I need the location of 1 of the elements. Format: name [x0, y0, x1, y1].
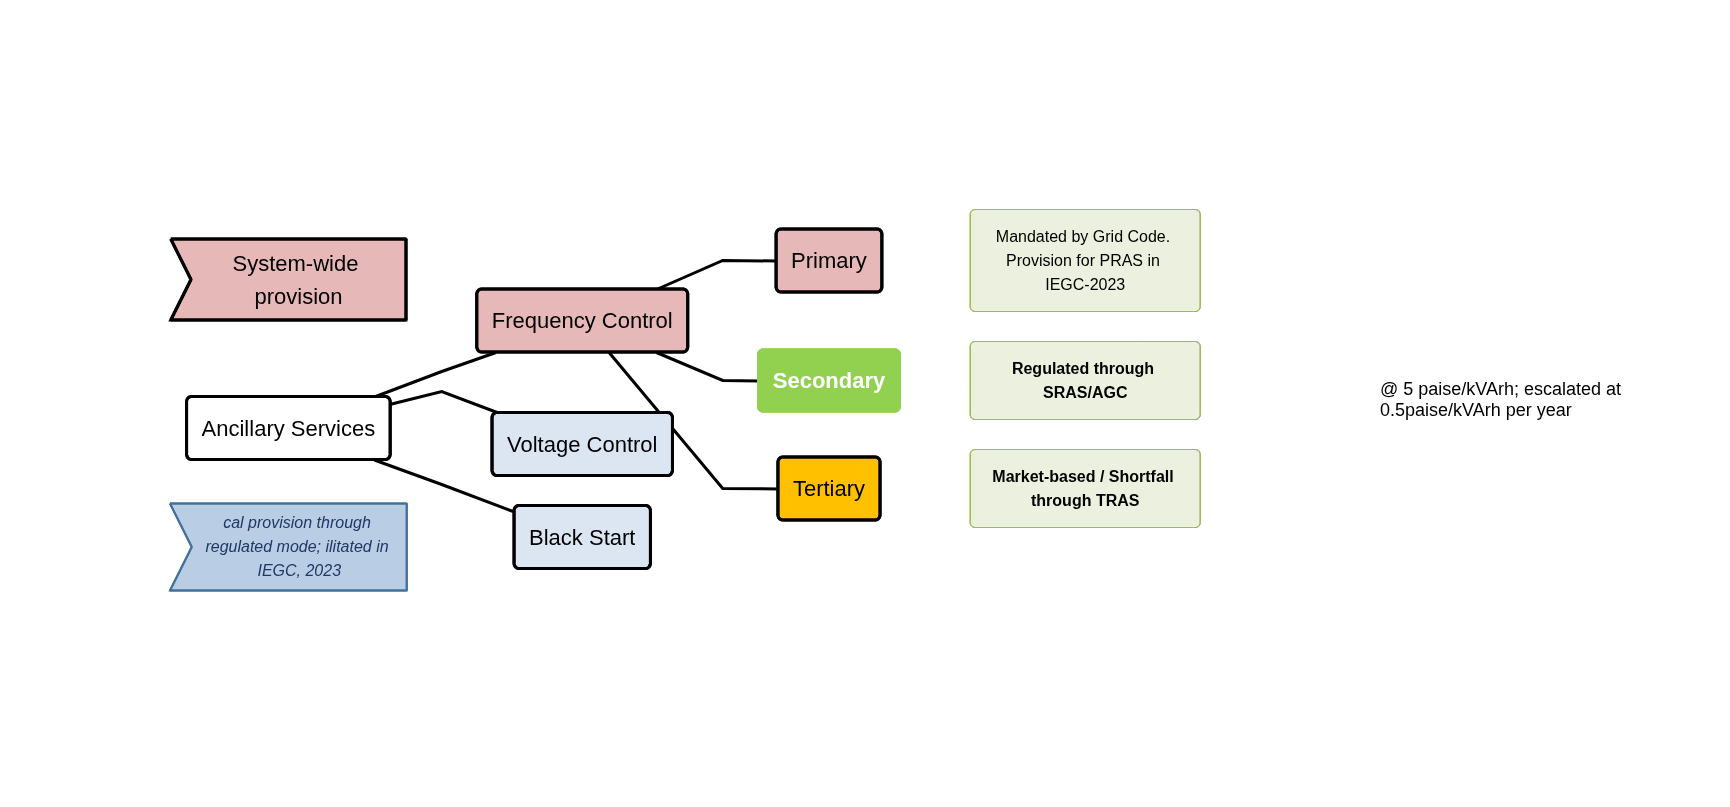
note-text: @ 5 paise/kVArh; escalated at 0.5paise/kVArh per year [1380, 379, 1623, 421]
